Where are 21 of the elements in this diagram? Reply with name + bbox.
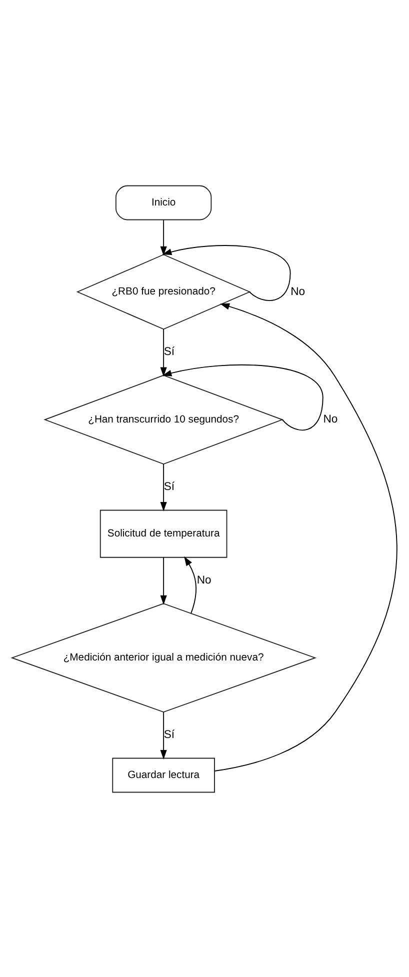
node-diamond: ¿Han transcurrido 10 segundos? xyxy=(44,374,284,464)
node-box: Guardar lectura xyxy=(112,757,215,792)
arrow xyxy=(160,219,167,256)
arrow xyxy=(160,711,167,759)
edge-label: Sí xyxy=(164,728,175,741)
node-diamond: ¿Medición anterior igual a medición nueva? xyxy=(10,602,317,712)
arrow xyxy=(162,244,291,300)
arrow xyxy=(160,463,167,511)
node-box: Solicitud de temperatura xyxy=(100,509,228,558)
node-diamond: ¿RB0 fue presionado? xyxy=(76,254,251,330)
arrow xyxy=(184,556,196,614)
node-box: Inicio xyxy=(115,184,212,220)
edge-label: No xyxy=(290,285,306,298)
arrow xyxy=(214,302,398,771)
arrow xyxy=(160,556,167,604)
edge-label: Sí xyxy=(164,480,175,493)
edge-label: No xyxy=(196,574,212,586)
edge-label: No xyxy=(323,413,338,426)
arrow xyxy=(162,364,324,430)
arrow xyxy=(160,328,167,376)
edge-label: Sí xyxy=(164,346,175,358)
